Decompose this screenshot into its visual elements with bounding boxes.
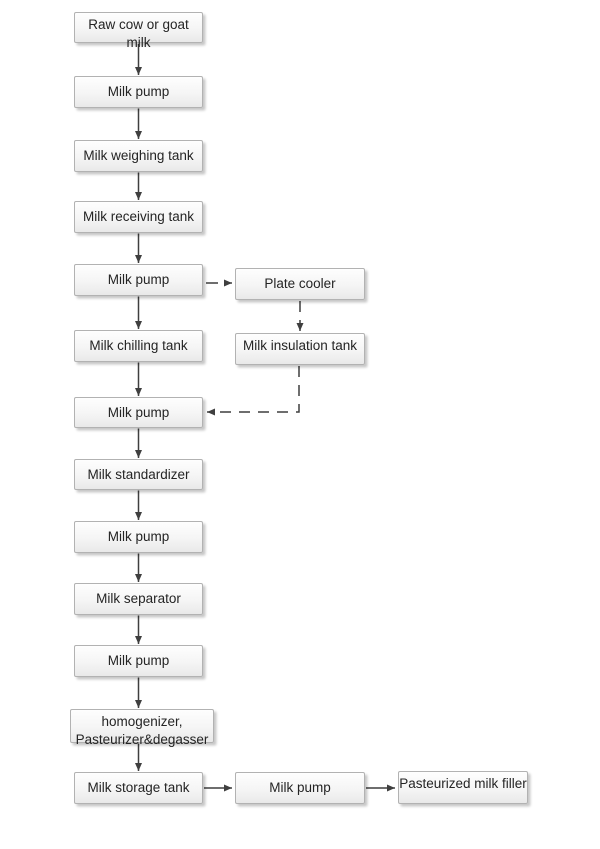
node-milk-insulation-tank: Milk insulation tank bbox=[235, 333, 365, 365]
node-milk-separator-label: Milk separator bbox=[96, 591, 181, 606]
node-milk-pump-5-label: Milk pump bbox=[107, 653, 170, 668]
node-milk-pump-4-label: Milk pump bbox=[107, 529, 170, 544]
edge-insulation-to-milk-pump-3 bbox=[207, 366, 300, 416]
node-homogenizer-label: homogenizer, Pasteurizer&degasser bbox=[75, 714, 209, 747]
node-raw-milk: Raw cow or goat milk bbox=[74, 12, 203, 50]
node-milk-storage-tank-label: Milk storage tank bbox=[87, 780, 190, 795]
node-plate-cooler: Plate cooler bbox=[235, 268, 365, 300]
node-milk-pump-6-label: Milk pump bbox=[269, 780, 331, 795]
node-milk-pump-2: Milk pump bbox=[74, 264, 203, 296]
node-milk-pump-2-label: Milk pump bbox=[107, 272, 170, 287]
node-milk-weighing-tank-label: Milk weighing tank bbox=[83, 148, 194, 163]
node-milk-standardizer-label: Milk standardizer bbox=[87, 466, 190, 482]
node-milk-pump-1: Milk pump bbox=[74, 76, 203, 108]
node-milk-pump-3-label: Milk pump bbox=[107, 404, 170, 420]
node-pasteurized-milk-filler: Pasteurized milk filler bbox=[398, 771, 528, 804]
node-milk-weighing-tank: Milk weighing tank bbox=[74, 140, 203, 172]
node-plate-cooler-label: Plate cooler bbox=[264, 276, 336, 291]
node-raw-milk-label: Raw cow or goat milk bbox=[88, 17, 189, 50]
node-milk-receiving-tank: Milk receiving tank bbox=[74, 201, 203, 233]
node-milk-pump-3: Milk pump bbox=[74, 397, 203, 428]
node-milk-chilling-tank-label: Milk chilling tank bbox=[89, 338, 188, 353]
node-milk-insulation-tank-label: Milk insulation tank bbox=[242, 338, 358, 353]
node-pasteurized-milk-filler-label: Pasteurized milk filler bbox=[399, 776, 527, 791]
node-milk-storage-tank: Milk storage tank bbox=[74, 772, 203, 804]
node-milk-pump-1-label: Milk pump bbox=[107, 84, 170, 99]
node-milk-standardizer: Milk standardizer bbox=[74, 459, 203, 490]
node-milk-chilling-tank: Milk chilling tank bbox=[74, 330, 203, 362]
node-milk-pump-5: Milk pump bbox=[74, 645, 203, 677]
node-milk-separator: Milk separator bbox=[74, 583, 203, 615]
node-homogenizer-pasteurizer-degasser: homogenizer, Pasteurizer&degasser bbox=[70, 709, 214, 747]
node-milk-pump-6: Milk pump bbox=[235, 772, 365, 804]
node-milk-pump-4: Milk pump bbox=[74, 521, 203, 553]
node-milk-receiving-tank-label: Milk receiving tank bbox=[82, 209, 195, 224]
